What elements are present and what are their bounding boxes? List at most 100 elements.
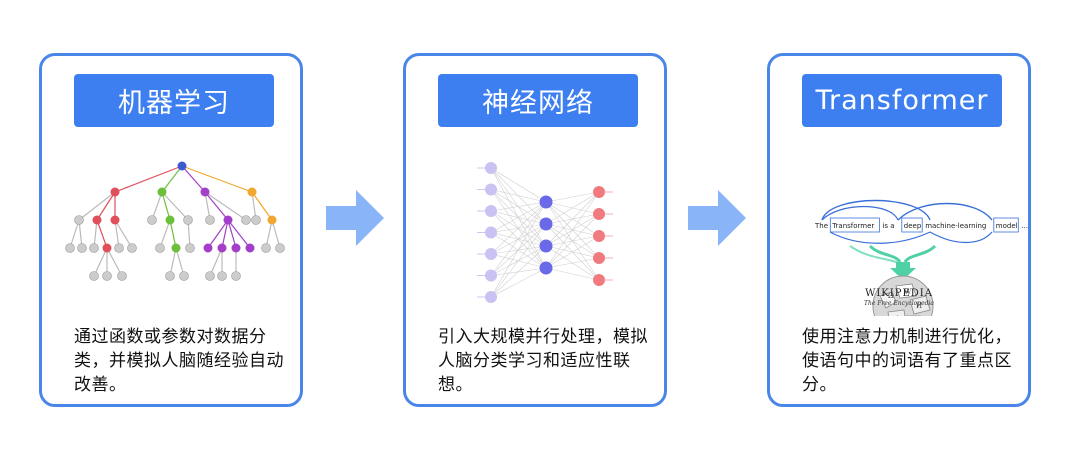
sentence-word: is a <box>882 222 894 230</box>
nn-output-node <box>593 274 605 286</box>
nn-connection <box>545 267 600 281</box>
tree-node <box>165 271 175 281</box>
tree-edge <box>161 165 183 193</box>
nn-connection <box>490 267 547 298</box>
nn-connection <box>545 191 600 269</box>
right-arrow-icon <box>688 190 746 246</box>
tree-node <box>157 187 167 197</box>
nn-hidden-node <box>539 239 553 253</box>
down-arrow-icon <box>890 262 916 280</box>
tree-node <box>275 243 285 253</box>
card-neural-network: 神经网络 引入大规模并行处理，模拟人脑分类学习和适应性联想。 <box>403 53 667 407</box>
nn-connection <box>490 201 547 298</box>
tree-node <box>92 215 102 225</box>
tree-node <box>155 243 165 253</box>
tree-edge <box>209 247 223 277</box>
tree-node <box>89 243 99 253</box>
tree-node <box>185 243 195 253</box>
tree-edge <box>161 191 171 221</box>
tree-node <box>251 215 261 225</box>
tree-node <box>183 215 193 225</box>
tree-edge <box>161 191 189 221</box>
tree-edge <box>181 165 253 193</box>
tree-node <box>241 215 251 225</box>
tree-edge <box>207 219 229 249</box>
tree-node <box>110 215 120 225</box>
tree-edge <box>221 219 229 249</box>
svg-text:Ω: Ω <box>888 292 894 300</box>
nn-output-node <box>593 186 605 198</box>
nn-connection <box>545 191 600 203</box>
nn-connection <box>545 213 600 269</box>
nn-connection <box>490 167 547 203</box>
tree-edge <box>151 191 163 221</box>
tree-node <box>117 271 127 281</box>
sentence-word: The <box>814 222 828 230</box>
svg-text:ウ: ウ <box>894 315 901 316</box>
word-box <box>901 217 923 233</box>
nn-input-node <box>485 291 497 303</box>
nn-connection <box>490 201 547 212</box>
tree-edge <box>96 219 108 249</box>
nn-connection <box>545 257 600 269</box>
nn-connection <box>490 245 547 298</box>
tree-edge <box>114 219 133 249</box>
nn-input-node <box>485 205 497 217</box>
tree-edge <box>181 165 206 193</box>
tree-node <box>102 243 112 253</box>
wikipedia-tagline: The Free Encyclopedia <box>864 300 934 307</box>
nn-connection <box>545 235 600 269</box>
wikipedia-wordmark: WIKIPEDIA <box>865 288 933 299</box>
tree-node <box>179 271 189 281</box>
tree-edge <box>251 191 273 221</box>
tree-node <box>110 187 120 197</box>
tree-node <box>231 271 241 281</box>
tree-node <box>102 271 112 281</box>
nn-hidden-node <box>539 217 553 231</box>
card-description: 通过函数或参数对数据分类，并模拟人脑随经验自动改善。 <box>74 327 284 395</box>
tree-edge <box>204 191 247 221</box>
nn-output-node <box>593 230 605 242</box>
card-title: Transformer <box>802 74 1002 127</box>
nn-connection <box>490 189 547 203</box>
word-box <box>829 217 880 233</box>
card-description: 使用注意力机制进行优化，使语句中的词语有了重点区分。 <box>802 327 1012 395</box>
nn-connection <box>545 191 600 247</box>
tree-node <box>267 215 277 225</box>
nn-output-node <box>593 208 605 220</box>
word-box <box>993 217 1019 233</box>
tree-edge <box>78 191 116 221</box>
tree-node <box>200 187 210 197</box>
nn-input-node <box>485 269 497 282</box>
tree-node <box>65 243 75 253</box>
tree-node <box>177 161 187 171</box>
tree-edge <box>169 219 177 249</box>
tree-node <box>245 243 255 253</box>
nn-input-node <box>485 248 497 260</box>
tree-node <box>165 215 175 225</box>
tree-node <box>147 215 157 225</box>
nn-hidden-node <box>539 195 553 209</box>
nn-input-node <box>485 226 497 239</box>
nn-connection <box>545 191 600 225</box>
sentence-word: Transformer <box>831 222 874 230</box>
card-machine-learning: 机器学习 通过函数或参数对数据分类，并模拟人脑随经验自动改善。 <box>39 53 303 407</box>
tree-edge <box>227 219 237 249</box>
right-arrow-icon <box>326 190 384 246</box>
tree-edge <box>227 219 251 249</box>
svg-text:И: И <box>916 302 922 310</box>
nn-output-node <box>593 252 605 264</box>
tree-node <box>231 243 241 253</box>
tree-node <box>74 215 84 225</box>
card-description: 引入大规模并行处理，模拟人脑分类学习和适应性联想。 <box>438 327 648 395</box>
tree-node <box>127 243 137 253</box>
tree-node <box>89 271 99 281</box>
tree-node <box>171 243 181 253</box>
tree-node <box>217 243 227 253</box>
sentence-word: deep <box>904 222 922 230</box>
sentence-word: machine-learning <box>925 222 986 230</box>
tree-edge <box>93 247 108 277</box>
nn-connection <box>490 201 547 255</box>
